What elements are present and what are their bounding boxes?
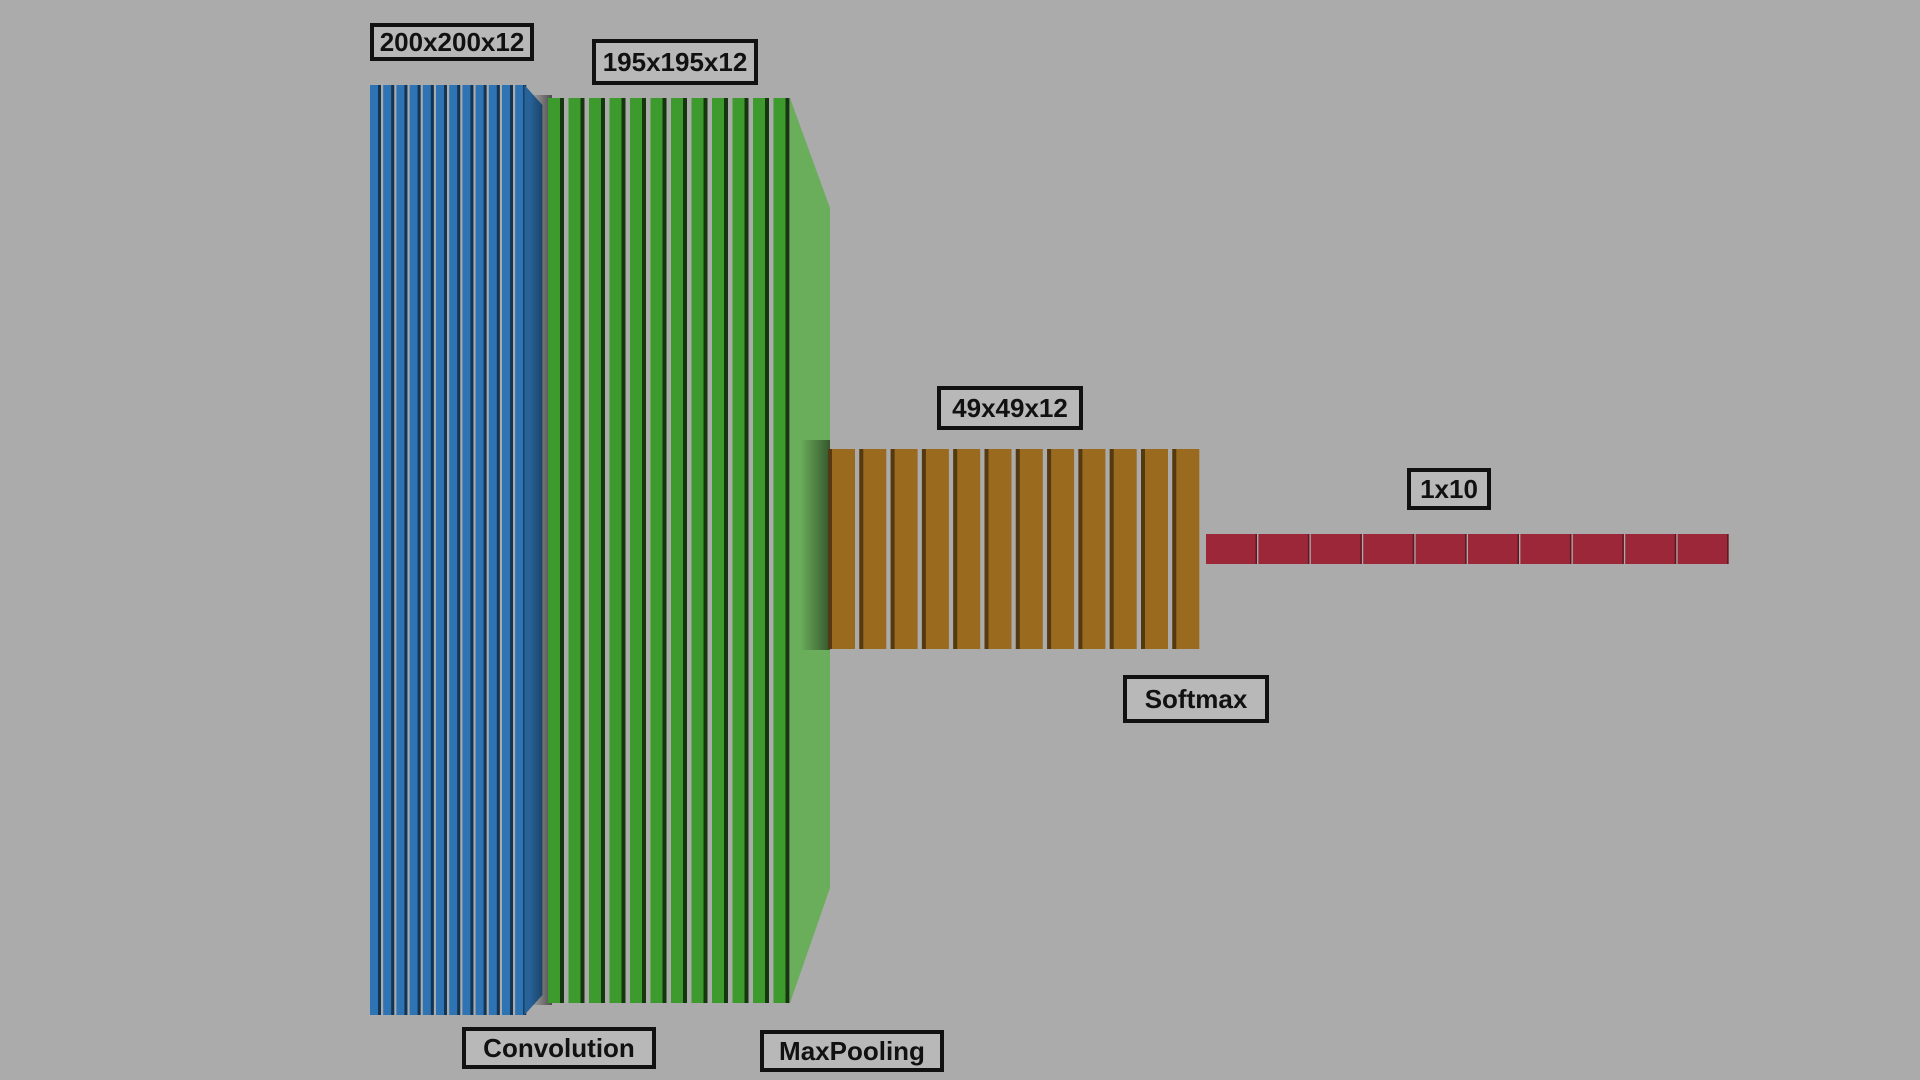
output-unit-edge — [1412, 534, 1415, 564]
maxpooling-slice — [953, 449, 981, 649]
convolution-slice-edge — [560, 98, 564, 1003]
convolution-slice-edge — [744, 98, 749, 1003]
output-layer-vector — [1206, 534, 1729, 564]
output-unit — [1572, 534, 1624, 564]
maxpooling-slice-edge — [1172, 449, 1177, 649]
maxpooling-slice — [921, 449, 949, 649]
maxpooling-slice — [1047, 449, 1075, 649]
convolution-slice-edge — [724, 98, 728, 1003]
maxpooling-slice — [1109, 449, 1137, 649]
convolution-slice-edge — [601, 98, 605, 1003]
input-slice-edge — [378, 85, 381, 1015]
maxpooling-label: MaxPooling — [760, 1030, 944, 1072]
input-slice-edge — [483, 85, 487, 1015]
input-slice-edge — [404, 85, 408, 1015]
output-unit — [1415, 534, 1467, 564]
output-unit-edge — [1622, 534, 1624, 564]
maxpooling-slice — [1141, 449, 1168, 649]
maxpooling-slice-edge — [953, 449, 958, 649]
maxpooling-slice-edge — [984, 449, 989, 649]
input-slice-edge — [391, 85, 395, 1015]
output-unit — [1310, 534, 1362, 564]
input-slice — [409, 85, 421, 1015]
maxpooling-slice-edge — [828, 449, 832, 649]
maxpooling-slice-edge — [921, 449, 926, 649]
maxpooling-slice-edge — [1141, 449, 1145, 649]
output-unit — [1258, 534, 1310, 564]
maxpooling-slice — [828, 449, 855, 649]
input-slice — [515, 85, 527, 1015]
output-shape-label: 1x10 — [1407, 468, 1491, 510]
convolution-slice-edge — [621, 98, 626, 1003]
input-shape-label: 200x200x12 — [370, 23, 534, 61]
output-unit-edge — [1255, 534, 1257, 564]
softmax-label: Softmax — [1123, 675, 1269, 723]
input-slice — [383, 85, 395, 1015]
output-unit — [1206, 534, 1257, 564]
convolution-slice-edge — [580, 98, 585, 1003]
maxpooling-slice-edge — [1015, 449, 1020, 649]
maxpooling-slice — [1172, 449, 1200, 649]
output-unit-edge — [1517, 534, 1519, 564]
conv-shape-label: 195x195x12 — [592, 39, 758, 85]
maxpooling-slice-edge — [859, 449, 864, 649]
output-unit-edge — [1465, 534, 1467, 564]
maxpooling-slice-edge — [1109, 449, 1114, 649]
pool-shape-label: 49x49x12 — [937, 386, 1083, 430]
convolution-slice-edge — [703, 98, 708, 1003]
convolution-label: Convolution — [462, 1027, 656, 1069]
input-slice-edge — [417, 85, 421, 1015]
maxpooling-slice — [1078, 449, 1106, 649]
output-unit — [1468, 534, 1519, 564]
input-slice — [502, 85, 513, 1015]
input-slice-edge — [430, 85, 434, 1015]
maxpooling-slice — [859, 449, 887, 649]
output-unit — [1520, 534, 1572, 564]
input-slice-edge — [470, 85, 474, 1015]
maxpooling-slice — [890, 449, 918, 649]
maxpooling-slice-edge — [1078, 449, 1083, 649]
output-unit — [1625, 534, 1677, 564]
input-slice — [436, 85, 447, 1015]
input-slice-edge — [510, 85, 513, 1015]
output-unit — [1677, 534, 1729, 564]
convolution-slice-edge — [683, 98, 687, 1003]
block-shadow — [530, 95, 552, 1005]
output-unit-edge — [1674, 534, 1677, 564]
maxpooling-slice — [984, 449, 1012, 649]
input-slice — [475, 85, 487, 1015]
input-slice — [488, 85, 500, 1015]
input-slice-edge — [444, 85, 447, 1015]
output-unit — [1363, 534, 1415, 564]
maxpooling-slice — [1015, 449, 1043, 649]
input-layer-stack — [370, 85, 543, 1015]
input-slice-edge — [496, 85, 500, 1015]
input-slice — [462, 85, 474, 1015]
input-slice-edge — [457, 85, 461, 1015]
input-slice — [396, 85, 408, 1015]
output-unit-edge — [1727, 534, 1729, 564]
maxpooling-slice-edge — [890, 449, 895, 649]
convolution-slice-edge — [765, 98, 769, 1003]
input-slice — [449, 85, 461, 1015]
pool-shadow — [800, 440, 830, 650]
convolution-layer-stack — [530, 95, 830, 1005]
output-unit-edge — [1360, 534, 1362, 564]
input-slice — [422, 85, 434, 1015]
output-unit-edge — [1307, 534, 1310, 564]
convolution-slice-edge — [662, 98, 667, 1003]
input-slice — [370, 85, 381, 1015]
output-unit-edge — [1569, 534, 1572, 564]
convolution-slice-edge — [642, 98, 646, 1003]
maxpooling-slice-edge — [1047, 449, 1052, 649]
convolution-slice-edge — [785, 98, 790, 1003]
maxpooling-layer-stack — [828, 449, 1200, 649]
